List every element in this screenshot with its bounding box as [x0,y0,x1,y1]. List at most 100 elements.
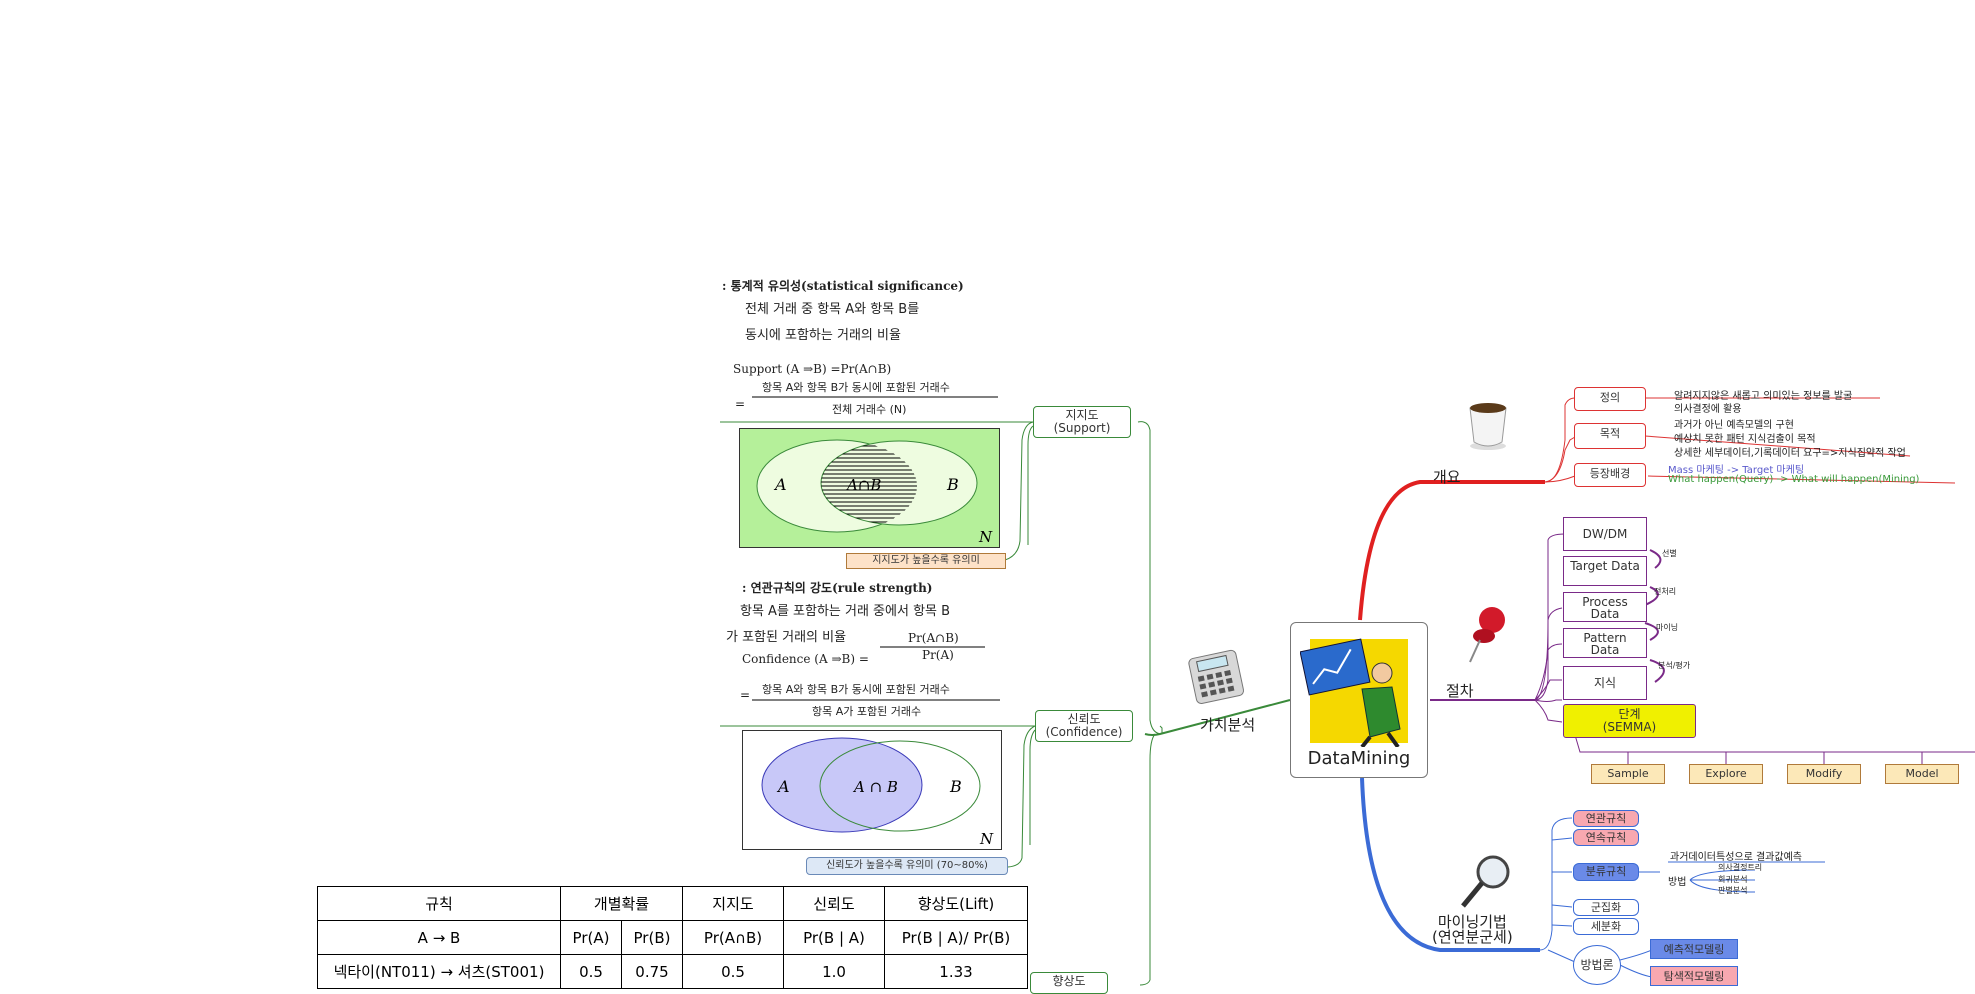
table-subheader-prb-given-a: Pr(B | A) [783,920,885,955]
purpose-note-2: 예상치 못한 패턴 지식검출이 목적 [1674,434,1816,445]
step-target-data[interactable]: Target Data [1563,556,1647,586]
background-note-1: Mass 마케팅 -> Target 마케팅 [1668,465,1805,476]
methodology-node[interactable]: 방법론 [1573,945,1621,985]
magnifier-icon [1461,855,1510,908]
techniques-label[interactable]: 마이닝기법 (연연분군세) [1432,915,1513,945]
confidence-frac-den: Pr(A) [922,648,954,662]
table-cell-pra: 0.5 [560,954,622,989]
pushpin-icon [1469,607,1505,663]
confidence-node-label: 신뢰도 [1067,712,1101,726]
confidence-equals: = [740,688,751,702]
table-subheader-prb: Pr(B) [621,920,683,955]
technique-association[interactable]: 연관규칙 [1573,810,1639,827]
step-process-data[interactable]: Process Data [1563,592,1647,622]
semma-node-sub: (SEMMA) [1602,720,1657,734]
phase-modify[interactable]: Modify [1787,764,1861,784]
lift-node[interactable]: 향상도 [1030,972,1108,994]
method-option-regression[interactable]: 회귀분석 [1718,875,1748,884]
procedure-label[interactable]: 절차 [1446,682,1474,700]
confidence-venn-ab: A ∩ B [852,778,898,796]
table-cell-prb: 0.75 [621,954,683,989]
technique-segmentation[interactable]: 세분화 [1573,918,1639,935]
step-knowledge[interactable]: 지식 [1563,666,1647,700]
semma-node[interactable]: 단계 (SEMMA) [1563,704,1696,738]
table-subheader-row: A → B Pr(A) Pr(B) Pr(A∩B) Pr(B | A) Pr(B… [317,920,1028,955]
confidence-venn-b: B [949,777,962,796]
table-cell-confidence: 1.0 [783,954,885,989]
phase-model[interactable]: Model [1885,764,1959,784]
support-equals: = [735,397,746,411]
definition-node[interactable]: 정의 [1574,387,1646,411]
table-subheader-pra: Pr(A) [560,920,622,955]
table-header-confidence: 신뢰도 [783,886,885,921]
classification-note: 과거데이터특성으로 결과값예측 [1670,852,1802,863]
arrow-label-evaluate: 분석/평가 [1658,661,1691,670]
table-cell-rule: 넥타이(NT011) → 셔츠(ST001) [317,954,561,989]
technique-sequence[interactable]: 연속규칙 [1573,829,1639,846]
support-node[interactable]: 지지도 (Support) [1033,406,1131,438]
confidence-frac-num: Pr(A∩B) [908,631,959,645]
value-analysis-label[interactable]: 가치분석 [1200,716,1256,734]
purpose-note-3: 상세한 세부데이터,기록데이터 요구=>지식집약적 작업 [1674,448,1906,459]
confidence-numerator: 항목 A와 항목 B가 동시에 포함된 거래수 [762,683,950,696]
data-mining-clipart [1299,638,1408,749]
support-venn-diagram: A B A∩B N [739,428,1000,548]
table-cell-support: 0.5 [682,954,784,989]
confidence-note: 신뢰도가 높을수록 유의미 (70~80%) [806,857,1008,875]
support-heading: : 통계적 유의성(statistical significance) [722,279,964,293]
technique-clustering[interactable]: 군집화 [1573,899,1639,916]
table-header-lift: 향상도(Lift) [884,886,1028,921]
technique-classification[interactable]: 분류규칙 [1573,863,1639,881]
background-node[interactable]: 등장배경 [1574,463,1646,487]
support-node-sub: (Support) [1053,421,1111,435]
support-desc-line-2: 동시에 포함하는 거래의 비율 [745,328,901,343]
central-node-label: DataMining [1307,748,1411,769]
coffee-cup-icon [1469,403,1507,450]
confidence-venn-n: N [979,830,994,848]
method-label[interactable]: 방법 [1668,877,1687,888]
techniques-label-sub: (연연분군세) [1432,928,1513,946]
definition-note-2: 의사결정에 활용 [1674,404,1742,415]
table-header-rule: 규칙 [317,886,561,921]
support-venn-ab: A∩B [845,476,881,494]
confidence-desc-line-1: 항목 A를 포함하는 거래 중에서 항목 B [740,604,951,619]
calculator-icon [1188,649,1245,705]
phase-explore[interactable]: Explore [1689,764,1763,784]
table-header-row: 규칙 개별확률 지지도 신뢰도 향상도(Lift) [317,886,1028,921]
purpose-node[interactable]: 목적 [1574,423,1646,449]
table-cell-lift: 1.33 [884,954,1028,989]
table-header-support: 지지도 [682,886,784,921]
table-row: 넥타이(NT011) → 셔츠(ST001) 0.5 0.75 0.5 1.0 … [317,954,1028,989]
confidence-venn-a: A [776,777,790,796]
definition-note-1: 알려지지않은 새롭고 의미있는 정보를 발굴 [1674,391,1853,402]
step-pattern-data[interactable]: Pattern Data [1563,628,1647,658]
support-denominator: 전체 거래수 (N) [832,403,907,416]
method-option-discriminant[interactable]: 판별분석 [1718,886,1748,895]
support-venn-b: B [946,475,959,494]
support-note: 지지도가 높을수록 유의미 [846,553,1006,569]
techniques-label-main: 마이닝기법 [1437,913,1507,931]
method-option-decision-tree[interactable]: 의사결정트리 [1718,863,1763,872]
central-node[interactable]: DataMining [1290,622,1428,778]
support-venn-a: A [773,475,787,494]
purpose-note-1: 과거가 아닌 예측모델의 구현 [1674,420,1794,431]
step-dw-dm[interactable]: DW/DM [1563,517,1647,551]
confidence-desc-line-2: 가 포함된 거래의 비율 [726,630,847,645]
support-desc-line-1: 전체 거래 중 항목 A와 항목 B를 [745,302,920,317]
table-subheader-lift: Pr(B | A)/ Pr(B) [884,920,1028,955]
overview-label[interactable]: 개요 [1433,468,1461,486]
arrow-label-preprocess: 전처리 [1654,587,1677,596]
confidence-heading: : 연관규칙의 강도(rule strength) [742,581,933,595]
support-formula: Support (A ⇒B) =Pr(A∩B) [733,362,892,376]
table-subheader-prab: Pr(A∩B) [682,920,784,955]
methodology-predictive[interactable]: 예측적모델링 [1650,939,1738,959]
rules-table: 규칙 개별확률 지지도 신뢰도 향상도(Lift) A → B Pr(A) Pr… [317,886,1028,989]
lift-node-label: 향상도 [1052,974,1086,988]
confidence-node[interactable]: 신뢰도 (Confidence) [1035,710,1133,742]
methodology-exploratory[interactable]: 탐색적모델링 [1650,966,1738,986]
arrow-label-mining: 마이닝 [1656,623,1679,632]
phase-sample[interactable]: Sample [1591,764,1665,784]
confidence-formula: Confidence (A ⇒B) = [742,652,869,666]
